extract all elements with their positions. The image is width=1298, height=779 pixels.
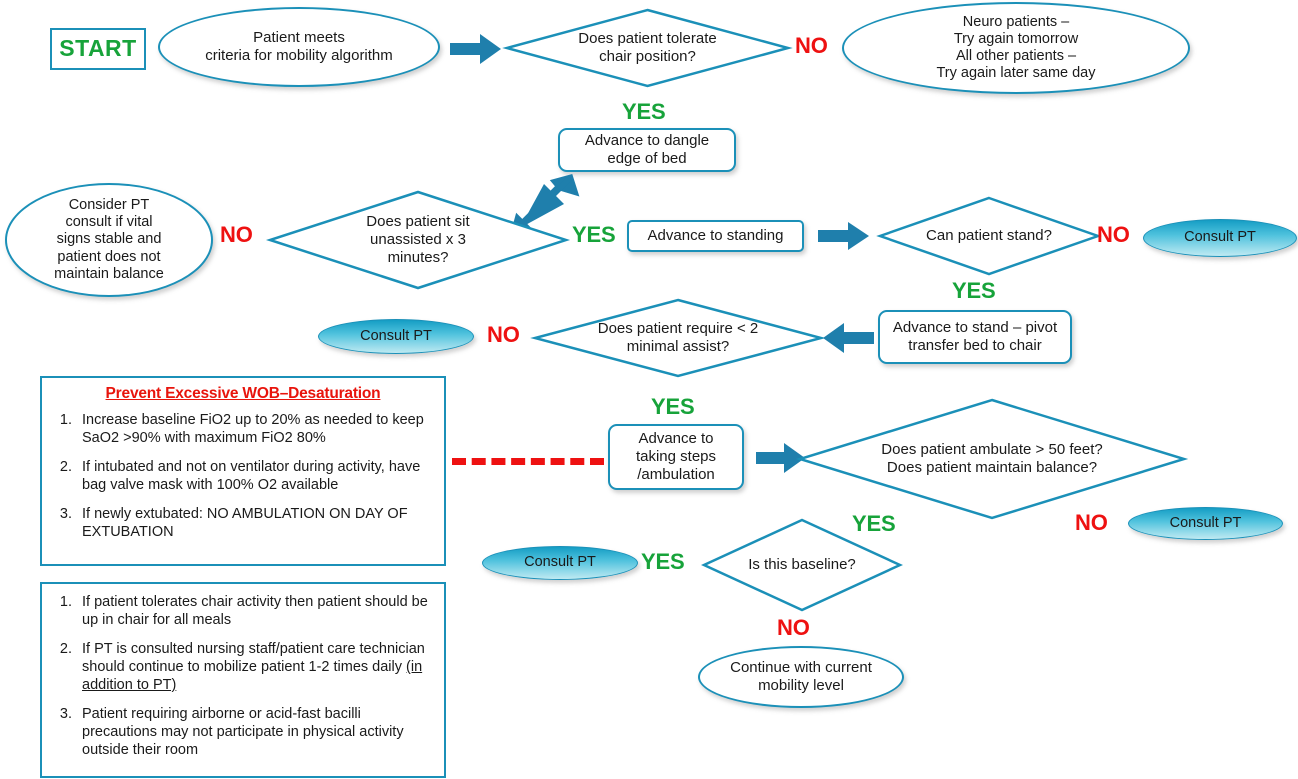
general-notes-box: If patient tolerates chair activity then… bbox=[40, 582, 446, 778]
consult-pt-label-3: Consult PT bbox=[1169, 514, 1242, 531]
note-item-3: Patient requiring airborne or acid-fast … bbox=[76, 706, 434, 760]
dangle-box: Advance to dangle edge of bed bbox=[558, 128, 736, 172]
retry-line-1: Neuro patients – bbox=[962, 13, 1070, 30]
consult-pt-label-1: Consult PT bbox=[1184, 229, 1256, 246]
taking-steps-box: Advance to taking steps /ambulation bbox=[608, 424, 744, 490]
consider-pt-line-3: signs stable and bbox=[56, 231, 162, 248]
advance-standing-box: Advance to standing bbox=[627, 220, 804, 252]
arrow-right-to-chair-question bbox=[450, 32, 502, 66]
note-item-2-text: If PT is consulted nursing staff/patient… bbox=[82, 640, 425, 675]
start-box: START bbox=[50, 28, 146, 70]
wob-desaturation-box: Prevent Excessive WOB–Desaturation Incre… bbox=[40, 376, 446, 566]
pivot-line-1: Advance to stand – pivot bbox=[892, 319, 1058, 337]
consider-pt-line-2: consult if vital bbox=[65, 214, 153, 231]
consult-pt-pill-1: Consult PT bbox=[1143, 219, 1297, 257]
wob-item-2: If intubated and not on ventilator durin… bbox=[76, 459, 434, 495]
note-item-2-underlined: (in addition to PT) bbox=[82, 658, 423, 693]
steps-line-2: taking steps bbox=[635, 448, 717, 466]
criteria-line-1: Patient meets bbox=[253, 29, 345, 47]
pivot-line-2: transfer bed to chair bbox=[908, 337, 1042, 354]
baseline-yes-label: YES bbox=[641, 549, 685, 574]
ambulate-no-label: NO bbox=[1075, 510, 1108, 535]
retry-line-2: Try again tomorrow bbox=[953, 30, 1079, 47]
pivot-transfer-box: Advance to stand – pivot transfer bed to… bbox=[878, 310, 1072, 364]
sit-question-line-1: Does patient sit bbox=[366, 213, 470, 230]
consult-pt-label-4: Consult PT bbox=[524, 554, 596, 571]
arrow-right-to-stand-question bbox=[818, 221, 870, 251]
consult-pt-pill-4: Consult PT bbox=[482, 546, 638, 580]
chair-no-label: NO bbox=[795, 33, 828, 58]
assist-no-label: NO bbox=[487, 322, 520, 347]
consider-pt-ellipse: Consider PT consult if vital signs stabl… bbox=[5, 183, 213, 297]
arrow-right-to-ambulate-question bbox=[756, 442, 806, 474]
arrow-diagonal-to-sit-question bbox=[508, 172, 580, 238]
continue-line-1: Continue with current bbox=[730, 659, 872, 677]
note-item-1: If patient tolerates chair activity then… bbox=[76, 594, 434, 630]
stand-no-label: NO bbox=[1097, 222, 1130, 247]
retry-line-3: All other patients – bbox=[955, 48, 1077, 64]
assist-question-line-1: Does patient require < 2 bbox=[597, 320, 759, 337]
consider-pt-line-4: patient does not bbox=[57, 248, 161, 265]
can-stand-label: Can patient stand? bbox=[926, 227, 1052, 244]
chair-question-line-1: Does patient tolerate bbox=[578, 30, 717, 47]
advance-standing-label: Advance to standing bbox=[647, 227, 784, 245]
sit-no-label: NO bbox=[220, 222, 253, 247]
stand-yes-label: YES bbox=[952, 278, 996, 303]
assist-yes-label: YES bbox=[651, 394, 695, 419]
consult-pt-pill-2: Consult PT bbox=[318, 319, 474, 354]
steps-line-1: Advance to bbox=[638, 430, 714, 448]
criteria-line-2: criteria for mobility algorithm bbox=[205, 47, 393, 64]
consider-pt-line-1: Consider PT bbox=[68, 197, 150, 214]
ambulate-diamond: Does patient ambulate > 50 feet? Does pa… bbox=[795, 398, 1189, 520]
wob-item-3: If newly extubated: NO AMBULATION ON DAY… bbox=[76, 506, 434, 542]
start-label: START bbox=[59, 35, 137, 62]
sit-question-line-2: unassisted x 3 bbox=[370, 231, 466, 248]
sit-unassisted-diamond: Does patient sit unassisted x 3 minutes? bbox=[265, 190, 571, 290]
criteria-ellipse: Patient meets criteria for mobility algo… bbox=[158, 7, 440, 87]
baseline-no-label: NO bbox=[777, 615, 810, 640]
retry-line-4: Try again later same day bbox=[936, 65, 1096, 82]
wob-title: Prevent Excessive WOB–Desaturation bbox=[105, 385, 381, 402]
arrow-left-to-assist-question bbox=[822, 322, 874, 354]
assist-question-line-2: minimal assist? bbox=[626, 338, 730, 355]
wob-item-1: Increase baseline FiO2 up to 20% as need… bbox=[76, 412, 434, 448]
chair-position-diamond: Does patient tolerate chair position? bbox=[502, 8, 793, 88]
dangle-line-1: Advance to dangle bbox=[584, 132, 710, 150]
is-baseline-label: Is this baseline? bbox=[748, 556, 856, 573]
dangle-line-2: edge of bed bbox=[607, 150, 687, 167]
steps-line-3: /ambulation bbox=[637, 465, 715, 483]
minimal-assist-diamond: Does patient require < 2 minimal assist? bbox=[530, 298, 826, 378]
is-baseline-diamond: Is this baseline? bbox=[701, 518, 903, 612]
sit-yes-label: YES bbox=[572, 222, 616, 247]
red-dashed-connector bbox=[452, 458, 604, 465]
consider-pt-line-5: maintain balance bbox=[54, 265, 164, 282]
can-stand-diamond: Can patient stand? bbox=[876, 196, 1102, 276]
chair-question-line-2: chair position? bbox=[599, 48, 696, 65]
ambulate-yes-label: YES bbox=[852, 511, 896, 536]
consult-pt-label-2: Consult PT bbox=[360, 327, 432, 344]
sit-question-line-3: minutes? bbox=[387, 249, 449, 266]
retry-ellipse: Neuro patients – Try again tomorrow All … bbox=[842, 2, 1190, 94]
ambulate-question-line-2: Does patient maintain balance? bbox=[886, 459, 1098, 476]
chair-yes-label: YES bbox=[622, 99, 666, 124]
continue-mobility-ellipse: Continue with current mobility level bbox=[698, 646, 904, 708]
note-item-2: If PT is consulted nursing staff/patient… bbox=[76, 641, 434, 695]
ambulate-question-line-1: Does patient ambulate > 50 feet? bbox=[881, 441, 1103, 458]
continue-line-2: mobility level bbox=[758, 677, 844, 694]
consult-pt-pill-3: Consult PT bbox=[1128, 507, 1283, 540]
